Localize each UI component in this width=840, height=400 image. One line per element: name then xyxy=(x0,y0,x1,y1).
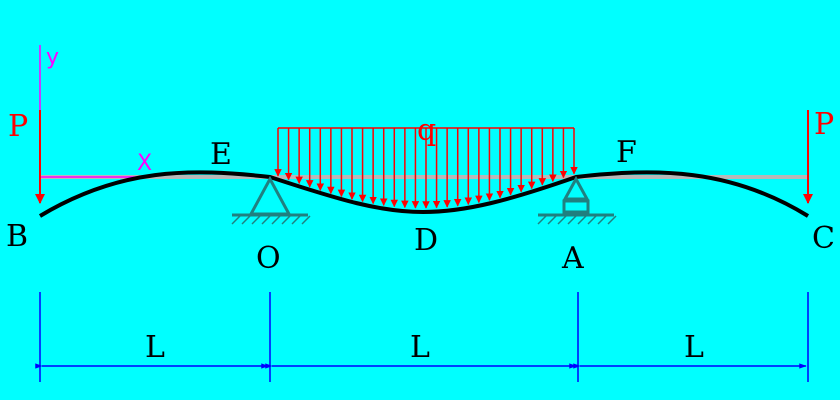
point-label-e: E xyxy=(210,137,232,172)
point-label-a: A xyxy=(561,241,584,276)
point-label-o: O xyxy=(256,241,281,276)
pin-support-o xyxy=(232,175,308,217)
dimension-label-1: L xyxy=(145,330,165,365)
load-label-p-right: P xyxy=(814,107,834,142)
point-label-d: D xyxy=(414,223,438,258)
load-label-q: q xyxy=(417,113,436,148)
hatch-a xyxy=(537,215,617,225)
point-label-f: F xyxy=(616,135,637,170)
point-label-c: C xyxy=(812,221,835,256)
load-label-p-left: P xyxy=(8,109,28,144)
deflected-beam xyxy=(38,170,810,218)
dimension-label-2: L xyxy=(410,330,430,365)
x-axis-label: X xyxy=(137,151,152,176)
distributed-load-arrows xyxy=(274,128,578,209)
point-label-b: B xyxy=(6,219,28,254)
y-axis-label: y xyxy=(46,45,59,70)
dimension-label-3: L xyxy=(684,330,704,365)
hatch-o xyxy=(231,215,311,225)
roller-support-a xyxy=(538,175,614,217)
